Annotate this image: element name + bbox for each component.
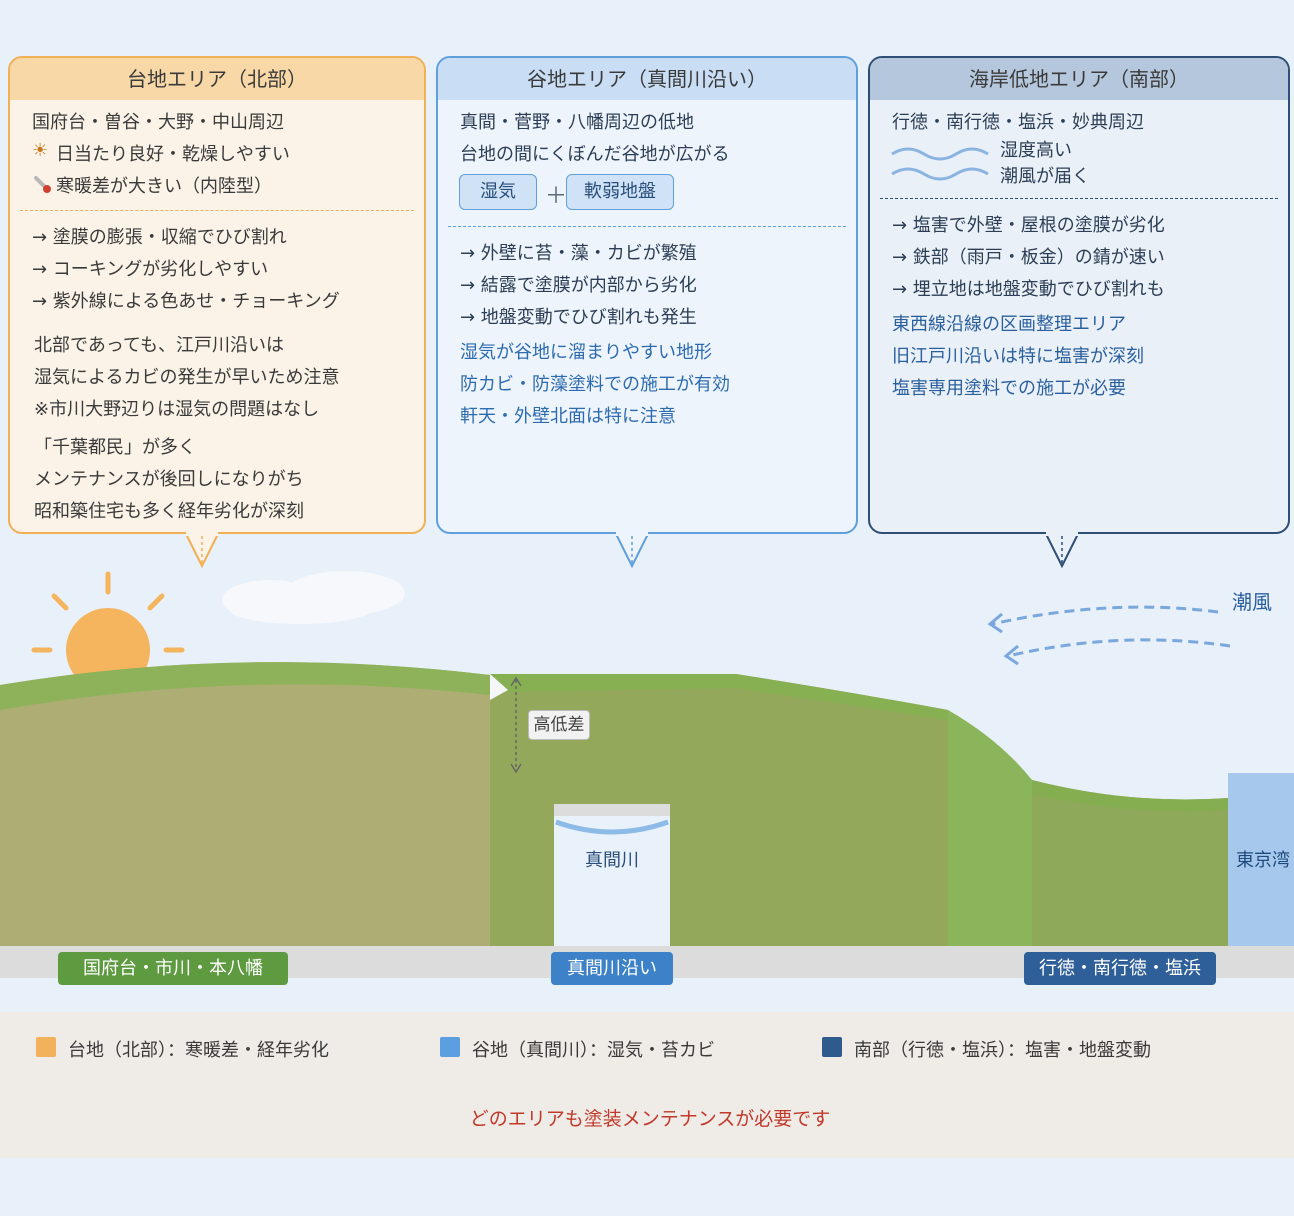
thermometer-icon — [34, 176, 51, 193]
height-diff-arrow — [510, 676, 522, 774]
valley-grass — [490, 674, 948, 720]
legend-swatch-north — [36, 1037, 56, 1057]
north-note: ※市川大野辺りは湿気の問題はなし — [34, 399, 320, 420]
south-area-title: 海岸低地エリア（南部） — [870, 58, 1288, 100]
valley-divider — [448, 226, 846, 227]
north-area-title: 台地エリア（北部） — [10, 58, 424, 100]
north-plateau-grass — [0, 662, 490, 710]
valley-note: 軒天・外壁北面は特に注意 — [460, 406, 676, 427]
sea-wind-arrows — [987, 605, 1231, 666]
south-location: 行徳・南行徳・塩浜・妙典周辺 — [892, 112, 1144, 133]
north-note: メンテナンスが後回しになりがち — [34, 469, 304, 490]
valley-location: 真間・菅野・八幡周辺の低地 — [460, 112, 694, 133]
north-feature-temp: 寒暖差が大きい（内陸型） — [56, 176, 272, 197]
wave-icon — [891, 147, 989, 181]
legend-swatch-valley — [440, 1037, 460, 1057]
south-pointer — [1046, 532, 1078, 568]
legend-north: 台地（北部）：寒暖差・経年劣化 — [68, 1040, 329, 1061]
north-ground-label: 国府台・市川・本八幡 — [58, 952, 288, 985]
valley-issue: → 外壁に苔・藻・カビが繁殖 — [460, 243, 697, 264]
river-label: 真間川 — [585, 850, 639, 871]
south-note: 旧江戸川沿いは特に塩害が深刻 — [892, 346, 1144, 367]
legend-panel — [0, 1012, 1294, 1158]
south-issue: → 鉄部（雨戸・板金）の錆が速い — [892, 247, 1165, 268]
plus-sign: ＋ — [545, 184, 568, 209]
legend-south: 南部（行徳・塩浜）：塩害・地盤変動 — [854, 1040, 1151, 1061]
valley-issue: → 地盤変動でひび割れも発生 — [460, 307, 697, 328]
bay-label: 東京湾 — [1236, 850, 1290, 871]
valley-issue: → 結露で塗膜が内部から劣化 — [460, 275, 697, 296]
north-divider — [20, 210, 414, 211]
north-plateau — [0, 662, 490, 946]
landscape-illustration — [0, 571, 1294, 978]
sun-icon: ☀ — [32, 140, 49, 161]
soft-ground-tag: 軟弱地盤 — [566, 174, 674, 210]
tokyo-bay — [1228, 773, 1294, 946]
north-note: 北部であっても、江戸川沿いは — [34, 335, 285, 356]
south-issue: → 埋立地は地盤変動でひび割れも — [892, 279, 1165, 300]
slope-ground — [948, 710, 1032, 946]
south-note: 塩害専用塗料での施工が必要 — [892, 378, 1126, 399]
north-issue: → 紫外線による色あせ・チョーキング — [32, 291, 340, 312]
north-area-card: 台地エリア（北部） 国府台・曽谷・大野・中山周辺 ☀ 日当たり良好・乾燥しやすい… — [8, 56, 426, 534]
humidity-tag: 湿気 — [459, 174, 537, 210]
south-divider — [880, 198, 1278, 199]
north-note: 湿気によるカビの発生が早いため注意 — [34, 367, 340, 388]
south-wave-text: 湿度高い — [1000, 140, 1072, 161]
legend-swatch-south — [822, 1037, 842, 1057]
south-wave-text: 潮風が届く — [1000, 166, 1090, 187]
south-note: 東西線沿線の区画整理エリア — [892, 314, 1126, 335]
north-feature-sun: 日当たり良好・乾燥しやすい — [56, 144, 290, 165]
footer-message: どのエリアも塗装メンテナンスが必要です — [469, 1108, 831, 1130]
south-grass — [1032, 780, 1228, 812]
valley-area-title: 谷地エリア（真間川沿い） — [438, 58, 856, 100]
valley-ground-label: 真間川沿い — [551, 952, 673, 985]
south-lowland — [1032, 780, 1228, 946]
sea-wind-label: 潮風 — [1232, 590, 1272, 614]
south-area-card: 海岸低地エリア（南部） 行徳・南行徳・塩浜・妙典周辺 湿度高い 潮風が届く → … — [868, 56, 1290, 534]
height-diff-label: 高低差 — [528, 710, 590, 740]
north-pointer — [186, 532, 218, 568]
north-note: 「千葉都民」が多く — [34, 437, 196, 458]
south-ground-label: 行徳・南行徳・塩浜 — [1024, 952, 1216, 985]
south-issue: → 塩害で外壁・屋根の塗膜が劣化 — [892, 215, 1165, 236]
cloud-illustration — [222, 571, 405, 624]
north-issue: → 塗膜の膨張・収縮でひび割れ — [32, 227, 287, 248]
valley-pointer — [616, 532, 648, 568]
valley-note: 湿気が谷地に溜まりやすい地形 — [460, 342, 712, 363]
valley-feature: 台地の間にくぼんだ谷地が広がる — [460, 144, 730, 165]
north-location: 国府台・曽谷・大野・中山周辺 — [32, 112, 284, 133]
valley-area-card: 谷地エリア（真間川沿い） 真間・菅野・八幡周辺の低地 台地の間にくぼんだ谷地が広… — [436, 56, 858, 534]
valley-note: 防カビ・防藻塗料での施工が有効 — [460, 374, 730, 395]
north-note: 昭和築住宅も多く経年劣化が深刻 — [34, 501, 304, 522]
north-issue: → コーキングが劣化しやすい — [32, 259, 269, 280]
legend-valley: 谷地（真間川）：湿気・苔カビ — [472, 1040, 715, 1061]
